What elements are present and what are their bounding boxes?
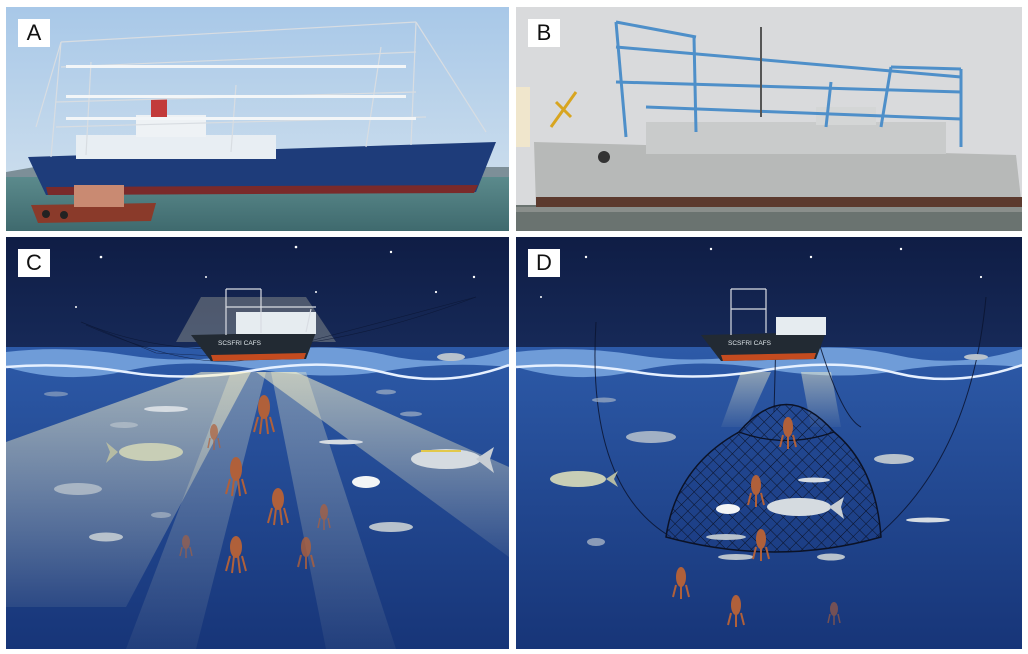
barracuda-icon	[798, 477, 950, 523]
tuna-icon	[767, 497, 844, 519]
star-icon	[75, 245, 476, 308]
panel-d-illustration: SCSFRI CAFS	[516, 237, 1022, 649]
star-icon	[540, 247, 983, 298]
panel-b-photo: B	[516, 7, 1022, 231]
panel-label-d: D	[528, 249, 560, 277]
panel-c-illustration: SCSFRI CAFS	[6, 237, 509, 649]
net-capture-illustration: SCSFRI CAFS	[516, 237, 1022, 649]
light-attraction-illustration: SCSFRI CAFS	[6, 237, 509, 649]
panel-label-b: B	[528, 19, 560, 47]
vessel-illustration: SCSFRI CAFS	[701, 288, 826, 361]
blue-vessel-photo	[6, 7, 509, 231]
small-boat	[31, 185, 156, 223]
crane	[549, 91, 578, 128]
vessel-hull-name: SCSFRI CAFS	[218, 340, 262, 347]
small-fish-icon	[587, 354, 988, 561]
squid-icon	[672, 417, 841, 627]
blue-hull	[28, 99, 496, 195]
grey-hull	[534, 107, 1022, 207]
barracuda-icon	[144, 406, 363, 445]
panel-label-c: C	[18, 249, 50, 277]
mahi-icon	[106, 442, 183, 463]
blue-light-frame	[614, 20, 963, 147]
small-fish-icon	[44, 353, 465, 542]
vessel-illustration: SCSFRI CAFS	[191, 288, 316, 361]
panel-label-a: A	[18, 19, 50, 47]
vessel-hull-name: SCSFRI CAFS	[728, 340, 772, 347]
mahi-icon	[550, 471, 618, 487]
lift-net	[665, 403, 882, 553]
squid-icon	[179, 395, 331, 574]
panel-a-photo: A	[6, 7, 509, 231]
grey-vessel-photo	[516, 7, 1022, 231]
tuna-icon	[411, 447, 494, 473]
